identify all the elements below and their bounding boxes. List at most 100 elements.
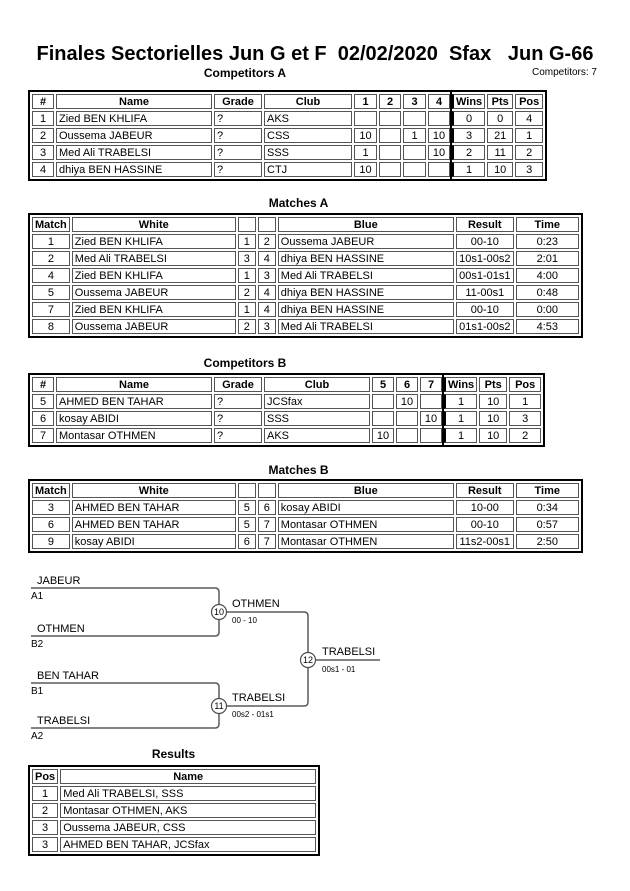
table-cell: 10: [479, 394, 508, 409]
group-divider: [442, 375, 444, 445]
table-cell: 01s1-00s2: [455, 319, 514, 334]
table-cell: [403, 111, 426, 126]
table-cell: kosay ABIDI: [277, 500, 454, 515]
column-header: 7: [420, 377, 442, 392]
table-cell: kosay ABIDI: [71, 534, 236, 549]
bracket-slot-name: JABEUR: [37, 575, 80, 587]
column-header: White: [71, 483, 236, 498]
table-cell: 7: [257, 534, 276, 549]
table-cell: AHMED BEN TAHAR: [56, 394, 212, 409]
table-cell: [403, 145, 426, 160]
table-cell: [428, 162, 450, 177]
competitors-count: Competitors: 7: [531, 67, 597, 78]
table-cell: 11: [487, 145, 514, 160]
table-cell: 3: [452, 128, 486, 143]
table-cell: 11-00s1: [455, 285, 514, 300]
table-cell: 0:57: [515, 517, 579, 532]
table-cell: ?: [214, 111, 262, 126]
bracket-slot-seed: A2: [31, 731, 44, 742]
column-header: #: [32, 94, 54, 109]
column-header: Pos: [515, 94, 544, 109]
bracket-diagram: JABEUR A1 OTHMEN B2 BEN TAHAR B1 TRABELS…: [31, 575, 380, 742]
table-cell: 1: [32, 234, 70, 249]
table-cell: AKS: [264, 111, 352, 126]
table-cell: 10: [487, 162, 514, 177]
match-winner-name: OTHMEN: [232, 598, 280, 610]
table-cell: dhiya BEN HASSINE: [277, 251, 454, 266]
table-cell: 10: [479, 428, 508, 443]
table-cell: 4: [257, 285, 276, 300]
table-cell: 1: [32, 786, 59, 801]
table-cell: 2: [515, 145, 544, 160]
section-label-results: Results: [151, 747, 196, 761]
table-cell: 7: [257, 517, 276, 532]
table-cell: CTJ: [264, 162, 352, 177]
table-cell: 5: [32, 394, 54, 409]
bracket-slot-name: TRABELSI: [37, 715, 90, 727]
column-header: Name: [56, 377, 212, 392]
table-cell: dhiya BEN HASSINE: [277, 285, 454, 300]
table-cell: 1: [452, 162, 486, 177]
column-header: [237, 217, 256, 232]
table-cell: AKS: [264, 428, 370, 443]
bracket-slot-name: BEN TAHAR: [37, 670, 99, 682]
match-winner-name: TRABELSI: [232, 692, 285, 704]
table-cell: 10-00: [455, 500, 514, 515]
table-cell: [379, 128, 401, 143]
table-cell: 10: [396, 394, 418, 409]
column-header: Club: [264, 377, 370, 392]
table-cell: 0:23: [515, 234, 579, 249]
table-cell: [420, 428, 442, 443]
column-header: Blue: [277, 483, 454, 498]
column-header: 1: [354, 94, 377, 109]
table-cell: Oussema JABEUR, CSS: [60, 820, 317, 835]
table-cell: 3: [257, 319, 276, 334]
table-cell: AHMED BEN TAHAR: [71, 500, 236, 515]
table-cell: Med Ali TRABELSI: [71, 251, 236, 266]
table-cell: 2: [452, 145, 486, 160]
column-header: Blue: [277, 217, 454, 232]
table-cell: 6: [237, 534, 256, 549]
table-cell: [420, 394, 442, 409]
table-cell: 0:48: [515, 285, 579, 300]
table-cell: 3: [32, 145, 54, 160]
table-cell: AHMED BEN TAHAR, JCSfax: [60, 837, 317, 852]
column-header: Wins: [444, 377, 478, 392]
table-cell: 3: [32, 820, 59, 835]
section-label-matches-b: Matches B: [268, 463, 329, 477]
table-cell: 2:50: [515, 534, 579, 549]
table-cell: 3: [509, 411, 542, 426]
table-cell: 1: [354, 145, 377, 160]
table-cell: 10s1-00s2: [455, 251, 514, 266]
column-header: [257, 217, 276, 232]
table-cell: Med Ali TRABELSI, SSS: [60, 786, 317, 801]
table-cell: AHMED BEN TAHAR: [71, 517, 236, 532]
table-cell: Zied BEN KHLIFA: [71, 268, 236, 283]
bracket-slot-seed: B1: [31, 686, 44, 697]
column-header: Wins: [452, 94, 486, 109]
table-cell: 1: [237, 234, 256, 249]
column-header: 4: [428, 94, 450, 109]
table-cell: 1: [237, 268, 256, 283]
column-header: Grade: [214, 377, 262, 392]
column-header: Pts: [479, 377, 508, 392]
table-cell: ?: [214, 394, 262, 409]
match-score: 00s2 - 01s1: [232, 710, 274, 719]
table-cell: 11s2-00s1: [455, 534, 514, 549]
table-cell: Montasar OTHMEN: [277, 517, 454, 532]
table-cell: 2: [32, 803, 59, 818]
table-cell: JCSfax: [264, 394, 370, 409]
